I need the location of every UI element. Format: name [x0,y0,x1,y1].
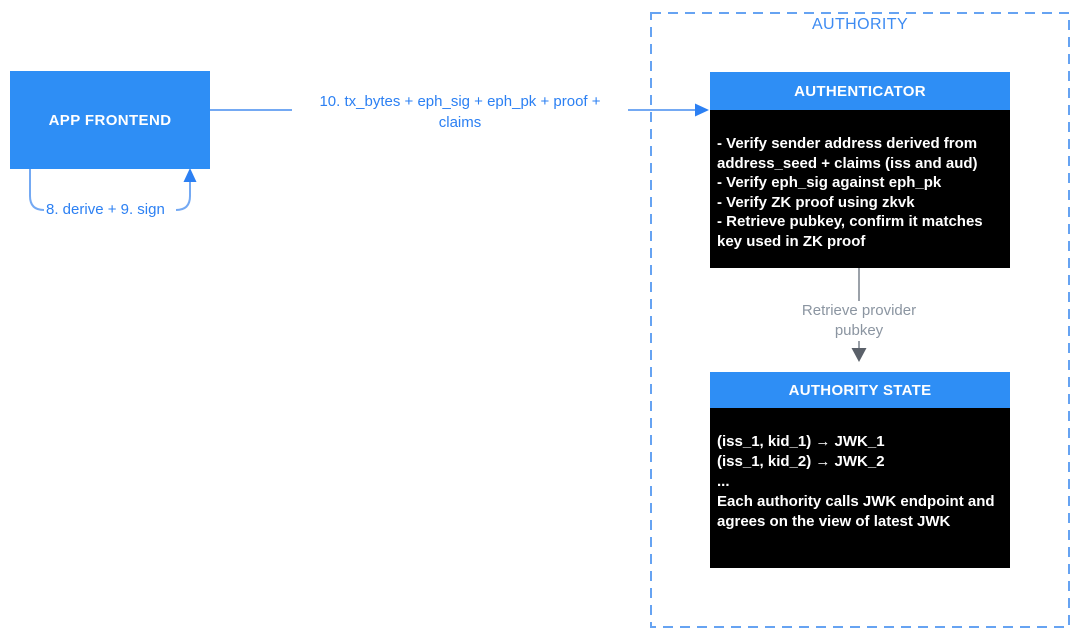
authority-state-body: (iss_1, kid_1) → JWK_1 (iss_1, kid_2) → J… [710,408,1010,568]
authenticator-body-line: - Verify eph_sig against eph_pk [717,174,942,191]
authority-state-node: AUTHORITY STATE (iss_1, kid_1) → JWK_1(i… [710,372,1010,568]
arrowhead-down-icon [851,348,867,362]
authority-state-body-line: (iss_1, kid_1) → JWK_1 [717,433,885,450]
app-frontend-node: APP FRONTEND [10,71,210,169]
retrieve-pubkey-label: Retrieve provider pubkey [789,301,929,341]
retrieve-pubkey-label-line: pubkey [834,322,884,339]
app-frontend-label: APP FRONTEND [48,111,172,129]
authenticator-body-line: - Verify ZK proof using zkvk [717,193,915,211]
authority-container-title: AUTHORITY [811,16,909,33]
authority-dashed-border [650,12,1070,628]
authenticator-body: - Verify sender address derived from addr… [710,110,1010,268]
authority-state-header: AUTHORITY STATE [710,372,1010,408]
authority-state-body-line: agrees on the view of latest JWK [717,513,951,530]
derive-sign-loop-line-right [175,181,191,211]
derive-sign-loop-label: 8. derive + 9. sign [44,201,167,219]
authenticator-header: AUTHENTICATOR [710,72,1010,110]
derive-sign-loop-line-left [29,169,45,211]
authority-state-body-line: ... [717,473,730,490]
authenticator-node: AUTHENTICATOR - Verify sender address de… [710,72,1010,268]
retrieve-pubkey-label-line: Retrieve provider [801,302,917,319]
authenticator-body-line: key used in ZK proof [717,232,866,250]
authenticator-body-line: address_seed + claims (iss and aud) [717,154,978,172]
arrowhead-right-icon [695,103,709,117]
authority-state-body-line: Each authority calls JWK endpoint and [717,493,995,510]
authenticator-body-line: - Verify sender address derived from [717,135,978,152]
authority-state-body-line: (iss_1, kid_2) → JWK_2 [717,453,885,470]
arrowhead-up-icon [183,168,197,182]
tx-arrow-label: 10. tx_bytes + eph_sig + eph_pk + proof … [292,91,628,133]
tx-arrow-label-line: 10. tx_bytes + eph_sig + eph_pk + proof … [319,93,601,110]
tx-arrow-label-line: claims [438,114,482,131]
authenticator-body-line: - Retrieve pubkey, confirm it matches [717,213,983,230]
